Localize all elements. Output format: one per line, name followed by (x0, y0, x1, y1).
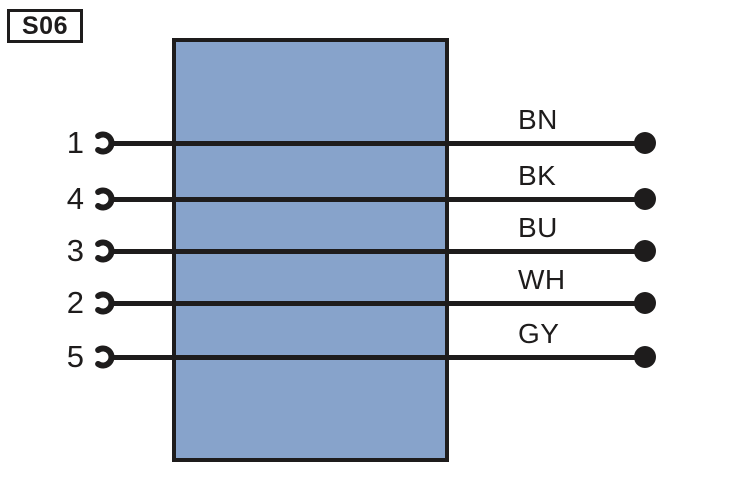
connector-ref-box: S06 (7, 9, 83, 43)
wire-line (110, 300, 645, 306)
wire-end-dot (634, 132, 656, 154)
wire-line (110, 196, 645, 202)
pin-number: 4 (66, 181, 84, 216)
wire-end-dot (634, 346, 656, 368)
wire-line (110, 354, 645, 360)
pin-number: 1 (66, 125, 84, 160)
wire-color-label: WH (518, 264, 566, 295)
wire-color-label: BN (518, 104, 558, 135)
pin-number: 2 (66, 285, 84, 320)
wire-color-label: GY (518, 318, 560, 349)
pin-number: 3 (66, 233, 84, 268)
connector-ref-label: S06 (22, 11, 68, 40)
pin-number: 5 (66, 339, 84, 374)
wire-color-label: BU (518, 212, 558, 243)
wire-color-label: BK (518, 160, 557, 191)
wire-end-dot (634, 292, 656, 314)
wire-line (110, 140, 645, 146)
wire-line (110, 248, 645, 254)
wire-end-dot (634, 240, 656, 262)
wire-end-dot (634, 188, 656, 210)
